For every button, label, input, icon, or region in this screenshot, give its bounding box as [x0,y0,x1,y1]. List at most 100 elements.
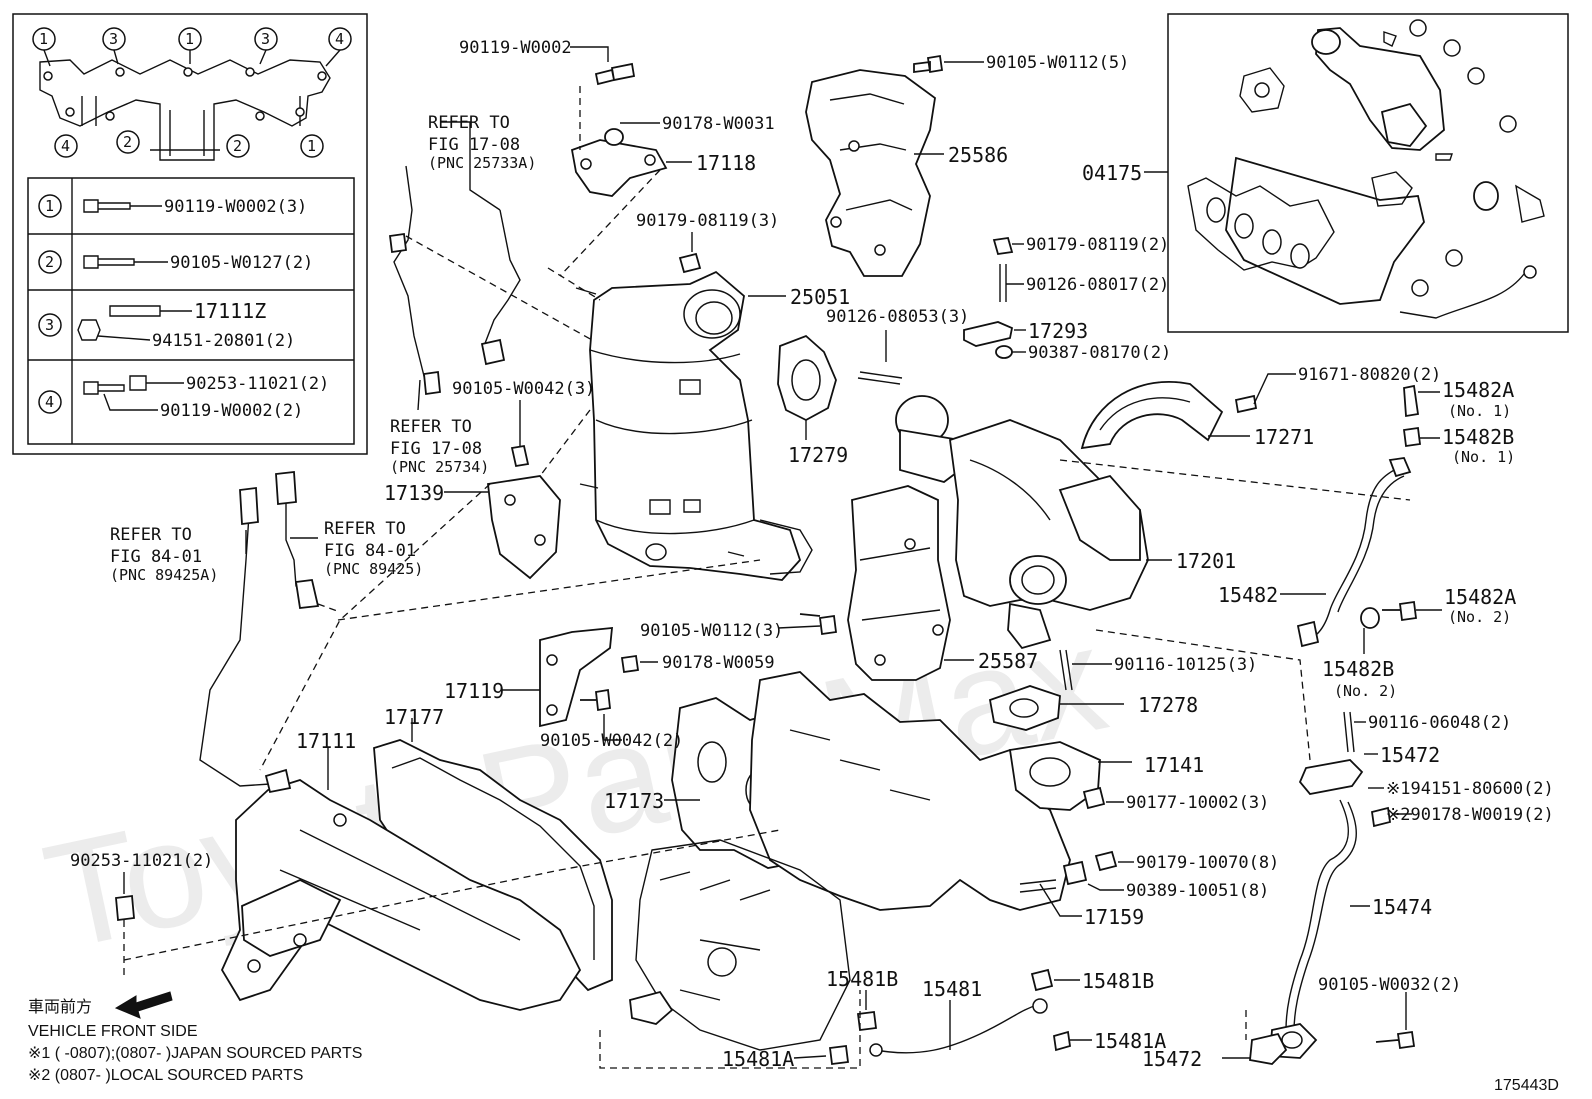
legend-bottom-num-4: 1 [307,137,316,155]
callout-17118: 17118 [696,151,756,175]
legend-row-1-part: 90119-W0002(3) [164,197,307,217]
legend-row-4-num: 4 [45,393,54,411]
assembly-lines [123,86,1411,1069]
callout-90116-10125: 90116-10125(3) [1114,655,1257,675]
callout-15482a-no1: 15482A [1442,378,1514,402]
callout-90105-w0042-3: 90105-W0042(3) [452,379,595,399]
heat-insulator-lower [847,485,951,681]
callout-90179-08119-3: 90179-08119(3) [636,211,779,231]
callout-15482b-no2-qualifier: (No. 2) [1334,682,1397,700]
legend-bottom-num-3: 2 [233,137,242,155]
callout-90179-08119-2: 90179-08119(2) [1026,235,1169,255]
callout-90119-w0002: 90119-W0002 [459,38,572,58]
oil-pipe-15474 [1285,799,1349,1031]
footnote-1: ※1 ( -0807);(0807- )JAPAN SOURCED PARTS [28,1045,362,1062]
pipe-25733A [483,209,521,361]
callout-90105-w0112-5: 90105-W0112(5) [986,53,1129,73]
bracket-17139 [487,475,561,580]
callout-15482a-no2-qualifier: (No. 2) [1448,608,1511,626]
legend-row-1: 1 90119-W0002(3) [38,194,307,218]
callout-17139: 17139 [384,481,444,505]
legend-row-3-part-a: 17111Z [194,299,266,323]
front-arrow-icon [114,991,173,1019]
callout-90178-w0031: 90178-W0031 [662,114,775,134]
callout-90387-08170: 90387-08170(2) [1028,343,1171,363]
refer-note-4-line2: FIG 84-01 [324,541,416,561]
callout-15481b-left: 15481B [826,967,898,991]
refer-note-1-line1: REFER TO [428,113,510,133]
engine-block [635,839,851,1051]
refer-note-2-line2: FIG 17-08 [390,439,482,459]
refer-note-2-line3: (PNC 25734) [390,458,489,476]
legend-bottom-numbers: 4 2 2 1 [54,130,324,158]
callout-15481: 15481 [922,977,982,1001]
refer-note-25733a: REFER TO FIG 17-08 (PNC 25733A) [428,113,536,172]
refer-note-3-line1: REFER TO [110,525,192,545]
refer-note-1-line3: (PNC 25733A) [428,154,536,172]
callout-94151-80600: ※194151-80600(2) [1386,779,1554,799]
oil-pipe-15482 [1305,467,1399,639]
leader-lines [123,46,1442,1059]
callout-15482a-no2: 15482A [1444,585,1516,609]
callout-90389-10051: 90389-10051(8) [1126,881,1269,901]
callout-17119: 17119 [444,679,504,703]
legend-bottom-num-1: 4 [61,137,70,155]
refer-note-89425a: REFER TO FIG 84-01 (PNC 89425A) [110,525,218,584]
catalytic-converter [589,270,813,581]
legend-top-num-5: 4 [335,30,344,48]
refer-note-1-line2: FIG 17-08 [428,135,520,155]
callout-90116-06048: 90116-06048(2) [1368,713,1511,733]
legend-row-4-part-b: 90119-W0002(2) [160,401,303,421]
vehicle-front-side-indicator: 車両前方 VEHICLE FRONT SIDE [28,991,198,1040]
callout-17279: 17279 [788,443,848,467]
legend-top-num-1: 1 [39,30,48,48]
callout-90105-w0032: 90105-W0032(2) [1318,975,1461,995]
callout-90253-11021: 90253-11021(2) [70,851,213,871]
callout-17278: 17278 [1138,693,1198,717]
front-side-en: VEHICLE FRONT SIDE [28,1023,198,1040]
legend-row-2-part: 90105-W0127(2) [170,253,313,273]
legend-top-num-2: 3 [109,30,118,48]
exhaust-manifold [749,671,1071,911]
refer-note-3-line3: (PNC 89425A) [110,566,218,584]
legend-box: 1 3 1 3 4 4 2 2 1 1 90119-W0002(3) 2 [12,13,368,455]
callout-90178-w0019: ※290178-W0019(2) [1386,805,1554,825]
callout-15482b-no1-qualifier: (No. 1) [1452,448,1515,466]
legend-row-3-part-b: 94151-20801(2) [152,331,295,351]
refer-note-89425: REFER TO FIG 84-01 (PNC 89425) [324,519,423,578]
refer-note-25734: REFER TO FIG 17-08 (PNC 25734) [390,417,489,476]
callout-labels: 90119-W0002 90178-W0031 17118 90179-0811… [70,38,1554,1071]
callout-15472-bottom: 15472 [1142,1047,1202,1071]
callout-04175: 04175 [1082,161,1142,185]
callout-17271: 17271 [1254,425,1314,449]
heat-insulator-upper [805,69,936,277]
callout-90126-08017: 90126-08017(2) [1026,275,1169,295]
callout-15481a-right: 15481A [1094,1029,1166,1053]
callout-17111: 17111 [296,729,356,753]
refer-note-4-line1: REFER TO [324,519,406,539]
legend-bottom-num-2: 2 [123,133,132,151]
callout-25587: 25587 [978,649,1038,673]
gasket-17293 [963,321,1014,347]
gasket-kit-inset [1167,13,1569,333]
refer-note-3-line2: FIG 84-01 [110,547,202,567]
legend-row-3: 3 17111Z 94151-20801(2) [38,299,295,351]
callout-90126-08053: 90126-08053(3) [826,307,969,327]
legend-top-num-4: 3 [261,30,270,48]
legend-row-4-part-a: 90253-11021(2) [186,374,329,394]
callout-90105-w0112-3: 90105-W0112(3) [640,621,783,641]
legend-row-3-num: 3 [45,316,54,334]
legend-header-numbers: 1 3 1 3 4 [32,27,352,67]
callout-17159: 17159 [1084,905,1144,929]
callout-25586: 25586 [948,143,1008,167]
callout-15482b-no2: 15482B [1322,657,1394,681]
refer-note-2-line1: REFER TO [390,417,472,437]
legend-top-num-3: 1 [185,30,194,48]
legend-row-2-num: 2 [45,253,54,271]
front-side-jp: 車両前方 [28,998,92,1016]
callout-90177-10002: 90177-10002(3) [1126,793,1269,813]
callout-91671-80820: 91671-80820(2) [1298,365,1441,385]
manifold-17111 [220,779,582,1011]
